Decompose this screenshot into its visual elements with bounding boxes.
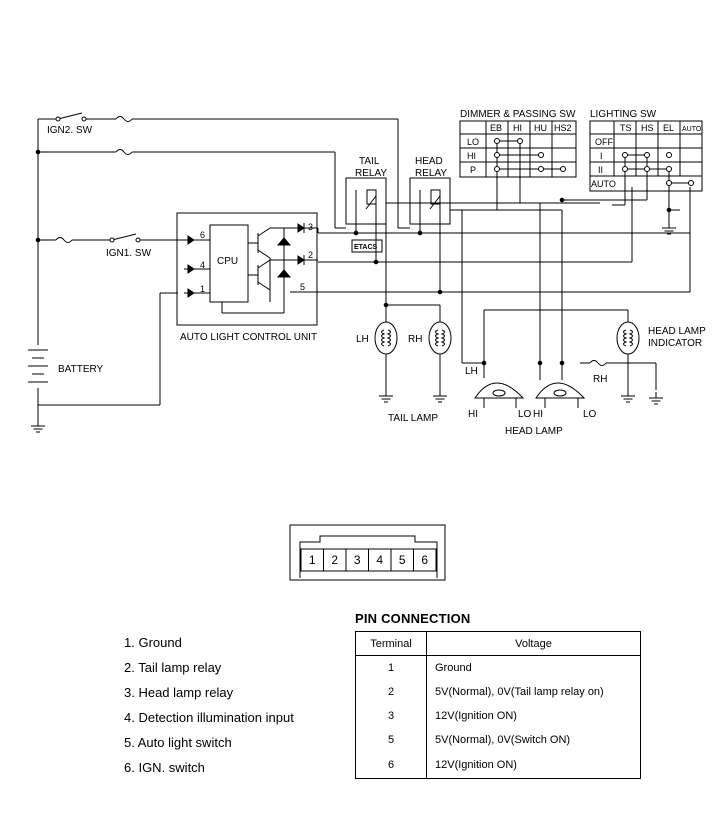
label-tail-relay-2: RELAY xyxy=(355,168,387,179)
dimmer-row-p: P xyxy=(470,165,476,175)
pin-2: 2 xyxy=(308,250,313,260)
connector-pin-label: 5 xyxy=(399,553,406,567)
voltage-cell: 5V(Normal), 0V(Switch ON) xyxy=(426,728,641,752)
label-head-relay-2: RELAY xyxy=(415,168,447,179)
dimmer-col-eb: EB xyxy=(490,123,502,133)
terminal-cell: 5 xyxy=(355,728,427,752)
label-ign1-sw: IGN1. SW xyxy=(106,248,152,259)
tail-lamp-rh-icon xyxy=(428,321,452,355)
label-battery: BATTERY xyxy=(58,364,104,375)
label-lh-hi: HI xyxy=(468,409,478,420)
label-head-relay-1: HEAD xyxy=(415,156,443,167)
lighting-col-auto: AUTO xyxy=(682,126,702,133)
lighting-row-i: I xyxy=(600,151,603,161)
connector-pin-label: 4 xyxy=(376,553,383,567)
label-rh-hi: HI xyxy=(533,409,543,420)
dimmer-row-lo: LO xyxy=(467,137,479,147)
connector-pin-label: 6 xyxy=(421,553,428,567)
pin-6: 6 xyxy=(200,230,205,240)
label-cpu: CPU xyxy=(217,256,238,267)
label-etacs: ETACS xyxy=(354,244,378,251)
label-tail-lamp: TAIL LAMP xyxy=(388,413,438,424)
wiring-diagram: IGN2. SW IGN1. SW BATTERY CPU AUTO LIGHT… xyxy=(28,109,706,581)
pin-4: 4 xyxy=(200,260,205,270)
dimmer-col-hi: HI xyxy=(513,123,522,133)
connector-pin-label: 3 xyxy=(354,553,361,567)
pin-connection-title: PIN CONNECTION xyxy=(355,611,471,626)
terminal-cell: 3 xyxy=(355,704,427,728)
label-head-lh: LH xyxy=(465,366,478,377)
pin-3: 3 xyxy=(308,222,313,232)
label-head-lamp-indicator-1: HEAD LAMP xyxy=(648,326,706,337)
header-voltage: Voltage xyxy=(426,631,641,656)
label-tail-lh: LH xyxy=(356,334,369,345)
pin-function-item: 1. Ground xyxy=(124,635,182,650)
dimmer-col-hu: HU xyxy=(534,123,547,133)
lighting-col-ts: TS xyxy=(620,123,632,133)
pin-function-item: 6. IGN. switch xyxy=(124,760,205,775)
voltage-cell: Ground xyxy=(426,655,641,680)
pin-function-item: 3. Head lamp relay xyxy=(124,685,234,700)
label-lighting-sw: LIGHTING SW xyxy=(590,109,657,120)
connector-pin-cell xyxy=(413,548,437,572)
pin-function-list: 1. Ground 2. Tail lamp relay 3. Head lam… xyxy=(124,633,294,783)
lighting-col-hs: HS xyxy=(641,123,654,133)
voltage-cell: 5V(Normal), 0V(Tail lamp relay on) xyxy=(426,680,641,704)
header-terminal: Terminal xyxy=(355,631,427,656)
lighting-col-el: EL xyxy=(663,123,674,133)
terminal-cell: 1 xyxy=(355,655,427,680)
pin-5: 5 xyxy=(300,282,305,292)
label-tail-relay-1: TAIL xyxy=(359,156,380,167)
pin-function-item: 5. Auto light switch xyxy=(124,735,232,750)
lighting-row-auto: AUTO xyxy=(591,179,616,189)
terminal-cell: 2 xyxy=(355,680,427,704)
tail-lamp-lh-icon xyxy=(374,321,398,355)
voltage-cell: 12V(Ignition ON) xyxy=(426,752,641,779)
lighting-row-off: OFF xyxy=(595,137,613,147)
connector-pins: 1 2 3 4 5 6 xyxy=(300,548,437,572)
dimmer-row-hi: HI xyxy=(467,151,476,161)
terminal-cell: 6 xyxy=(355,752,427,779)
dimmer-col-hs2: HS2 xyxy=(554,123,572,133)
table-header-row: Terminal Voltage xyxy=(355,631,641,656)
label-tail-rh: RH xyxy=(408,334,422,345)
pin-function-item: 2. Tail lamp relay xyxy=(124,660,222,675)
label-lh-lo: LO xyxy=(518,409,532,420)
label-rh-lo: LO xyxy=(583,409,597,420)
label-ign2-sw: IGN2. SW xyxy=(47,125,93,136)
label-head-rh: RH xyxy=(593,374,607,385)
lighting-row-ii: II xyxy=(598,165,603,175)
label-control-unit: AUTO LIGHT CONTROL UNIT xyxy=(180,332,317,343)
pin-1: 1 xyxy=(200,284,205,294)
pin-function-item: 4. Detection illumination input xyxy=(124,710,294,725)
label-dimmer-sw: DIMMER & PASSING SW xyxy=(460,109,576,120)
connector-pin-label: 1 xyxy=(309,553,316,567)
label-head-lamp: HEAD LAMP xyxy=(505,426,563,437)
head-lamp-indicator-icon xyxy=(616,321,640,355)
voltage-cell: 12V(Ignition ON) xyxy=(426,704,641,728)
label-head-lamp-indicator-2: INDICATOR xyxy=(648,338,702,349)
connector-pin-label: 2 xyxy=(331,553,338,567)
